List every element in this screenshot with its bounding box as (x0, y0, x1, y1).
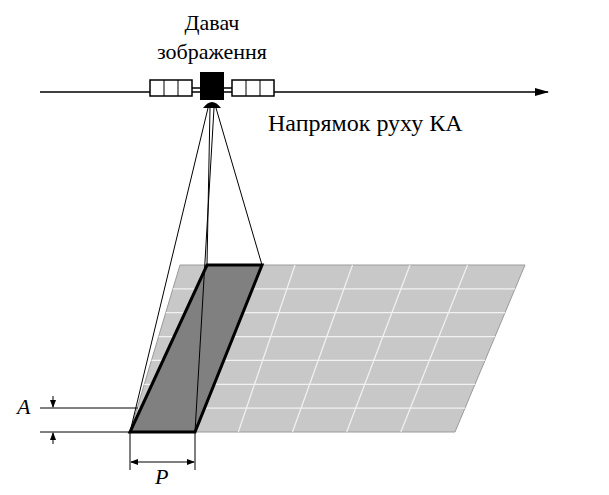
dimension-a (40, 396, 138, 444)
direction-label: Напрямок руху КА (268, 108, 463, 138)
ground-grid (130, 265, 525, 432)
grid-line (293, 265, 353, 432)
dimension-label: A (17, 394, 30, 420)
dimension-label: P (155, 464, 168, 490)
sensor-label: Давач зображення (137, 8, 287, 66)
view-lines (130, 108, 262, 432)
grid-line (401, 265, 468, 432)
motion-arrow (40, 91, 548, 93)
grid-line (347, 265, 410, 432)
satellite (150, 72, 274, 108)
